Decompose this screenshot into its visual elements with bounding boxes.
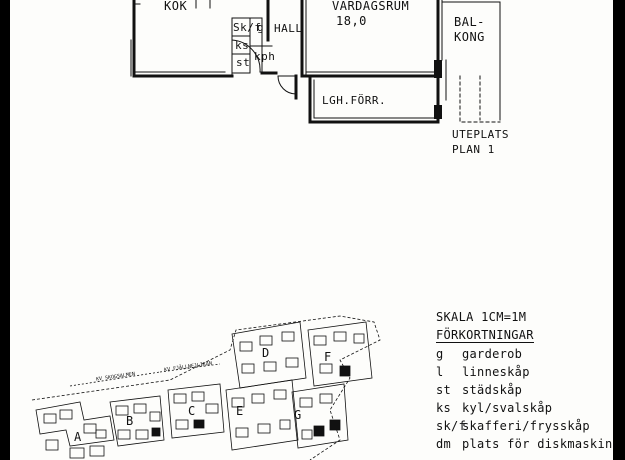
legend-item: dm plats för diskmaskin: [436, 435, 613, 453]
st-label: st: [236, 56, 251, 69]
site-map-drawing: [31, 315, 381, 460]
block-c-label: C: [188, 404, 196, 418]
legend-desc: linneskåp: [462, 365, 530, 379]
legend-abbr: st: [436, 383, 452, 397]
hall-label: HALL: [274, 22, 303, 35]
balcony-label-2: KONG: [454, 30, 485, 44]
legend-item: ks kyl/svalskåp: [436, 399, 613, 417]
uteplats-label: UTEPLATS: [452, 128, 509, 141]
legend-desc: skafferi/frysskåp: [462, 419, 590, 433]
plan-number-label: PLAN 1: [452, 143, 495, 156]
garderob-label: g: [257, 21, 265, 34]
block-b-label: B: [126, 414, 134, 428]
block-d-label: D: [262, 346, 270, 360]
scale-label: SKALA 1CM=1M: [436, 310, 527, 324]
vestibule-label: LGH.FÖRR.: [322, 94, 387, 107]
kph-label: kph: [254, 50, 276, 63]
legend-title: FÖRKORTNINGAR: [436, 328, 534, 343]
skafferi-label: Sk/f: [233, 21, 262, 34]
legend-item: st städskåp: [436, 381, 613, 399]
block-g-label: G: [294, 408, 302, 422]
block-e-label: E: [236, 404, 244, 418]
legend-abbr: l: [436, 365, 444, 379]
legend-abbr: dm: [436, 437, 452, 451]
living-room-area: 18,0: [336, 14, 367, 28]
legend-item: l linneskåp: [436, 363, 613, 381]
legend-abbr: ks: [436, 401, 452, 415]
legend-desc: plats för diskmaskin: [462, 437, 613, 451]
legend-desc: kyl/svalskåp: [462, 401, 553, 415]
ks-label: ks: [235, 39, 250, 52]
legend-desc: garderob: [462, 347, 523, 361]
legend: SKALA 1CM=1M FÖRKORTNINGAR g garderob l li…: [436, 308, 613, 453]
block-f-label: F: [324, 350, 332, 364]
legend-item: g garderob: [436, 345, 613, 363]
kitchen-label: KÖK: [164, 0, 188, 13]
legend-abbr: sk/f: [436, 419, 467, 433]
document-page: KÖK VARDAGSRUM 18,0 BAL- KONG Sk/f g HAL…: [10, 0, 613, 460]
block-a-label: A: [74, 430, 82, 444]
legend-abbr: g: [436, 347, 444, 361]
balcony-label-1: BAL-: [454, 15, 485, 29]
living-room-label: VARDAGSRUM: [332, 0, 410, 13]
floor-plan-drawing: [130, 0, 501, 124]
legend-items: g garderob l linneskåp st städskåp ks kyl/sv…: [436, 345, 613, 453]
legend-desc: städskåp: [462, 383, 523, 397]
